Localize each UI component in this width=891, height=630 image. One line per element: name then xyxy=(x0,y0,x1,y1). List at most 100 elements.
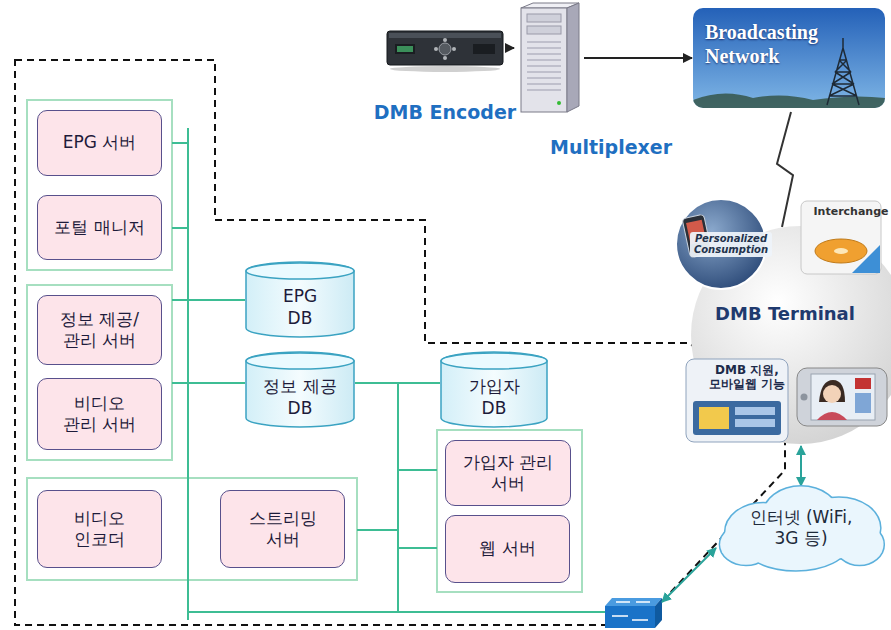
bus-line xyxy=(398,547,437,549)
drawn-shape xyxy=(720,524,772,564)
database-cylinder: 가입자 DB xyxy=(440,352,548,427)
bus-line xyxy=(172,382,245,384)
switch-top xyxy=(605,598,662,606)
switch-front xyxy=(605,606,655,628)
drawn-shape xyxy=(693,401,781,435)
system-boundary xyxy=(15,60,785,625)
group-panel xyxy=(27,285,172,460)
shoulders xyxy=(817,412,847,420)
drawn-shape xyxy=(395,44,415,54)
drawn-shape xyxy=(390,66,500,72)
feature-card: DMB 지원, 모바일웹 기능 xyxy=(685,358,789,443)
node-label: EPG 서버 xyxy=(63,132,137,153)
drawn-shape xyxy=(827,38,859,105)
server-box: EPG 서버 xyxy=(37,110,162,176)
drawn-shape xyxy=(389,33,501,38)
database-cylinder: EPG DB xyxy=(245,262,355,337)
drawn-shape xyxy=(527,14,561,22)
drawn-shape xyxy=(246,352,354,427)
device-picture xyxy=(795,362,891,432)
node-label: DMB 지원, 모바일웹 기능 xyxy=(699,363,795,392)
bus-lines xyxy=(172,128,605,620)
group-panel xyxy=(437,430,582,592)
drawn-shape xyxy=(387,31,503,65)
drawn-shape xyxy=(443,56,447,60)
drawn-shape xyxy=(246,263,354,279)
feature-bubble: Personalized Consumption xyxy=(672,198,770,290)
group-panel xyxy=(27,478,357,580)
drawn-shape xyxy=(246,262,354,337)
node-label: Broadcasting Network xyxy=(705,20,855,68)
node-label: 포털 매니저 xyxy=(54,217,144,238)
drawn-shape xyxy=(835,524,883,564)
server-box: 포털 매니저 xyxy=(37,195,162,260)
bus-line xyxy=(397,383,399,612)
server-box: 스트리밍 서버 xyxy=(220,490,345,568)
internet-cloud: 인터넷 (WiFi, 3G 등) xyxy=(715,482,887,574)
drawn-shape xyxy=(720,524,772,564)
drawn-shape xyxy=(439,43,451,55)
drawn-shape xyxy=(443,38,447,42)
bus-line xyxy=(172,227,188,229)
node-label: 정보 제공/ 관리 서버 xyxy=(58,309,142,352)
node-label: Interchange xyxy=(776,205,891,219)
encoder-device: DMB Encoder xyxy=(360,18,530,130)
node-label: 스트리밍 서버 xyxy=(241,508,325,551)
connector xyxy=(800,446,802,486)
bus-line xyxy=(357,529,398,531)
encoder-picture xyxy=(385,23,505,73)
drawn-shape xyxy=(527,42,561,90)
node-label: Personalized Consumption xyxy=(690,232,772,257)
node-label: DMB Terminal xyxy=(710,303,860,326)
drawn-shape xyxy=(567,3,579,112)
group-panels xyxy=(27,100,582,592)
bus-line xyxy=(188,611,605,613)
hair xyxy=(819,380,845,402)
group-panel xyxy=(27,100,172,270)
connector xyxy=(506,47,514,49)
face xyxy=(823,385,841,403)
drawn-shape xyxy=(835,524,883,564)
switch-arrows xyxy=(612,602,650,620)
drawn-shape xyxy=(452,47,456,51)
drawn-shape xyxy=(699,407,729,429)
drawn-shape xyxy=(434,47,438,51)
drawn-shape xyxy=(441,353,547,369)
node-label: 가입자 DB xyxy=(463,376,525,419)
server-box: 비디오 인코더 xyxy=(37,490,162,568)
bus-line xyxy=(398,469,437,471)
drawn-shape xyxy=(527,26,561,34)
drawn-shape xyxy=(557,101,561,105)
connector xyxy=(777,112,793,227)
node-label: 가입자 관리 서버 xyxy=(454,452,562,495)
drawn-shape xyxy=(246,353,354,369)
multiplexer-server: Multiplexer xyxy=(508,2,688,167)
switch-side xyxy=(655,598,662,628)
server-picture xyxy=(515,2,583,114)
feature-card: Interchange xyxy=(800,200,882,275)
bus-line xyxy=(172,142,188,144)
network-link xyxy=(662,548,716,602)
node-label: DMB Encoder xyxy=(374,101,516,125)
screen-panel xyxy=(855,378,871,389)
node-label: 비디오 관리 서버 xyxy=(61,393,139,436)
node-label: 비디오 인코더 xyxy=(61,508,139,551)
drawn-shape xyxy=(473,44,495,54)
node-label: 웹 서버 xyxy=(479,538,535,559)
drawn-shape xyxy=(735,419,775,427)
drawn-shape xyxy=(441,352,547,427)
server-box: 가입자 관리 서버 xyxy=(445,440,571,506)
node-label: 인터넷 (WiFi, 3G 등) xyxy=(737,507,865,550)
drawn-shape xyxy=(815,239,867,263)
drawn-shape xyxy=(397,46,413,52)
broadcast-panel: Broadcasting Network xyxy=(693,8,885,108)
drawn-shape xyxy=(735,407,775,415)
node-label: 정보 제공 DB xyxy=(258,376,342,419)
server-box: 웹 서버 xyxy=(445,515,570,583)
device-screen xyxy=(811,374,875,420)
drawn-shape xyxy=(834,248,848,254)
server-box: 정보 제공/ 관리 서버 xyxy=(37,295,162,365)
server-box: 비디오 관리 서버 xyxy=(37,378,162,450)
